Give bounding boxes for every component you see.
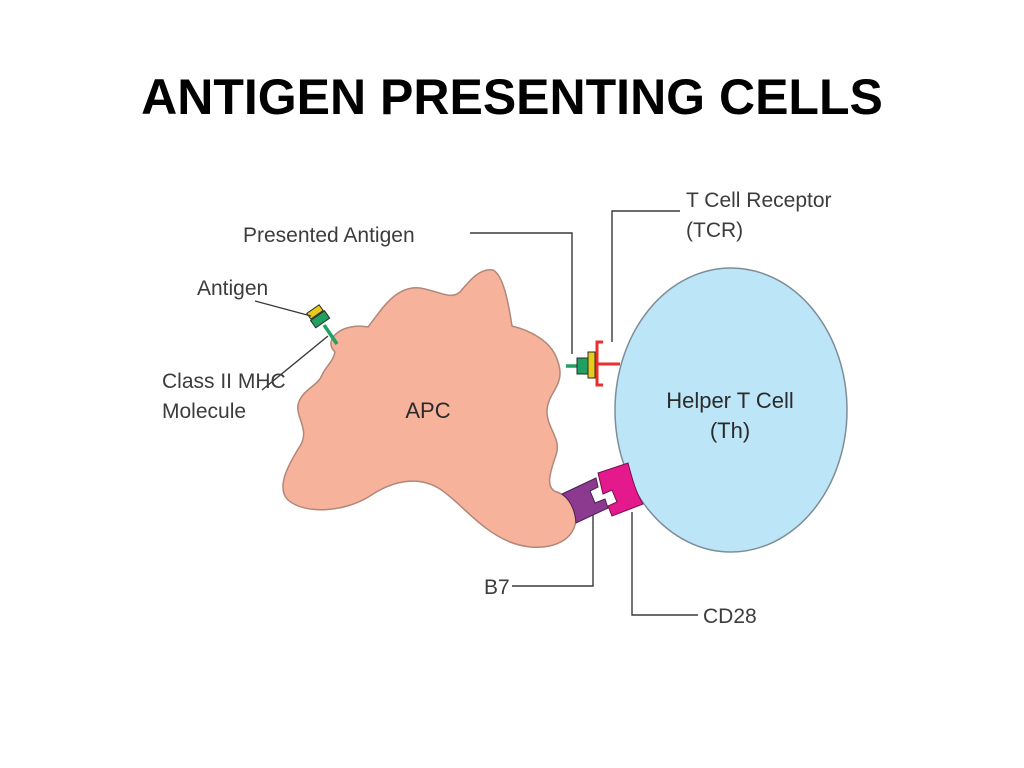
helper-t-cell	[614, 267, 848, 553]
label-helper-t-line1: Helper T Cell	[666, 388, 794, 413]
leader-cd28	[631, 512, 698, 616]
leader-b7	[512, 515, 594, 587]
label-helper-t-line2: (Th)	[710, 418, 750, 443]
slide-title: ANTIGEN PRESENTING CELLS	[141, 69, 883, 125]
label-presented-antigen: Presented Antigen	[243, 224, 415, 247]
leader-antigen	[254, 300, 312, 317]
label-apc: APC	[405, 398, 450, 423]
mhc-stalk-left	[322, 324, 339, 345]
mhc-molecule-left	[309, 310, 331, 329]
label-tcr-line1: T Cell Receptor	[686, 189, 832, 212]
leader-tcr	[611, 210, 680, 342]
label-tcr-line2: (TCR)	[686, 219, 743, 242]
leader-presented-antigen	[470, 232, 573, 354]
cd28-molecule	[597, 462, 644, 517]
mhc-molecule-right	[576, 357, 589, 375]
label-b7: B7	[484, 576, 510, 599]
presented-antigen	[587, 351, 596, 379]
label-mhc-line1: Class II MHC	[162, 370, 286, 393]
label-mhc-line2: Molecule	[162, 400, 246, 423]
label-antigen: Antigen	[197, 277, 268, 300]
label-cd28: CD28	[703, 605, 757, 628]
leader-mhc	[261, 335, 329, 391]
b7-molecule	[561, 477, 609, 524]
